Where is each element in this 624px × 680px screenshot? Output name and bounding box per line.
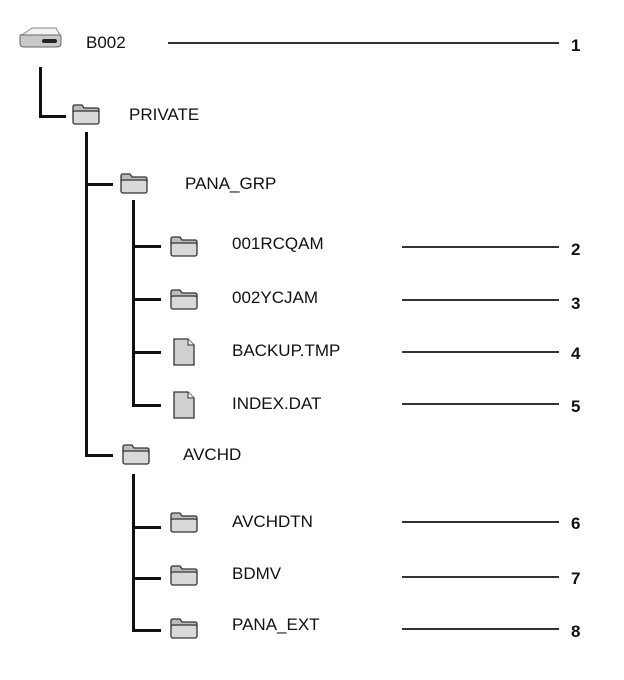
callout-number: 6 <box>571 514 581 533</box>
folder-icon <box>170 512 198 533</box>
callout-leader <box>402 628 559 630</box>
folder-icon <box>170 289 198 310</box>
tree-connector <box>132 351 161 354</box>
tree-connector <box>85 132 88 457</box>
drive-icon <box>19 27 62 48</box>
callout-number: 3 <box>571 294 581 313</box>
tree-connector <box>85 454 113 457</box>
node-label: PANA_EXT <box>232 615 320 634</box>
callout-leader <box>402 576 559 578</box>
callout-leader <box>402 246 559 248</box>
tree-connector <box>85 183 113 186</box>
callout-number: 8 <box>571 622 581 641</box>
folder-icon <box>170 618 198 639</box>
node-label: PRIVATE <box>129 105 200 124</box>
tree-connector <box>132 526 161 529</box>
node-label: INDEX.DAT <box>232 394 322 413</box>
node-label: BDMV <box>232 564 282 583</box>
folder-icon <box>122 444 150 465</box>
callout-leader <box>402 351 559 353</box>
node-label: 001RCQAM <box>232 234 324 253</box>
callout-number: 5 <box>571 397 581 416</box>
folder-icon <box>170 565 198 586</box>
callout-leader <box>168 42 559 44</box>
callout-number: 1 <box>571 36 581 55</box>
callout-number: 4 <box>571 344 581 363</box>
tree-connector <box>132 474 135 632</box>
file-icon <box>173 391 195 419</box>
node-label: PANA_GRP <box>185 174 277 193</box>
callout-leader <box>402 521 559 523</box>
callout-number: 2 <box>571 240 581 259</box>
node-label: AVCHDTN <box>232 512 313 531</box>
file-icon <box>173 338 195 366</box>
callout-leader <box>402 299 559 301</box>
tree-connector <box>132 200 135 406</box>
tree-connector <box>39 67 42 118</box>
tree-connector <box>132 298 161 301</box>
node-label: B002 <box>86 33 126 52</box>
callout-leader <box>402 403 559 405</box>
tree-connector <box>132 577 161 580</box>
node-label: AVCHD <box>183 445 242 464</box>
tree-connector <box>132 245 161 248</box>
tree-connector <box>132 629 161 632</box>
node-label: 002YCJAM <box>232 288 318 307</box>
tree-connector <box>132 404 161 407</box>
folder-icon <box>72 104 100 125</box>
folder-icon <box>170 236 198 257</box>
node-label: BACKUP.TMP <box>232 341 341 360</box>
tree-connector <box>39 115 66 118</box>
folder-icon <box>120 173 148 194</box>
callout-number: 7 <box>571 569 581 588</box>
